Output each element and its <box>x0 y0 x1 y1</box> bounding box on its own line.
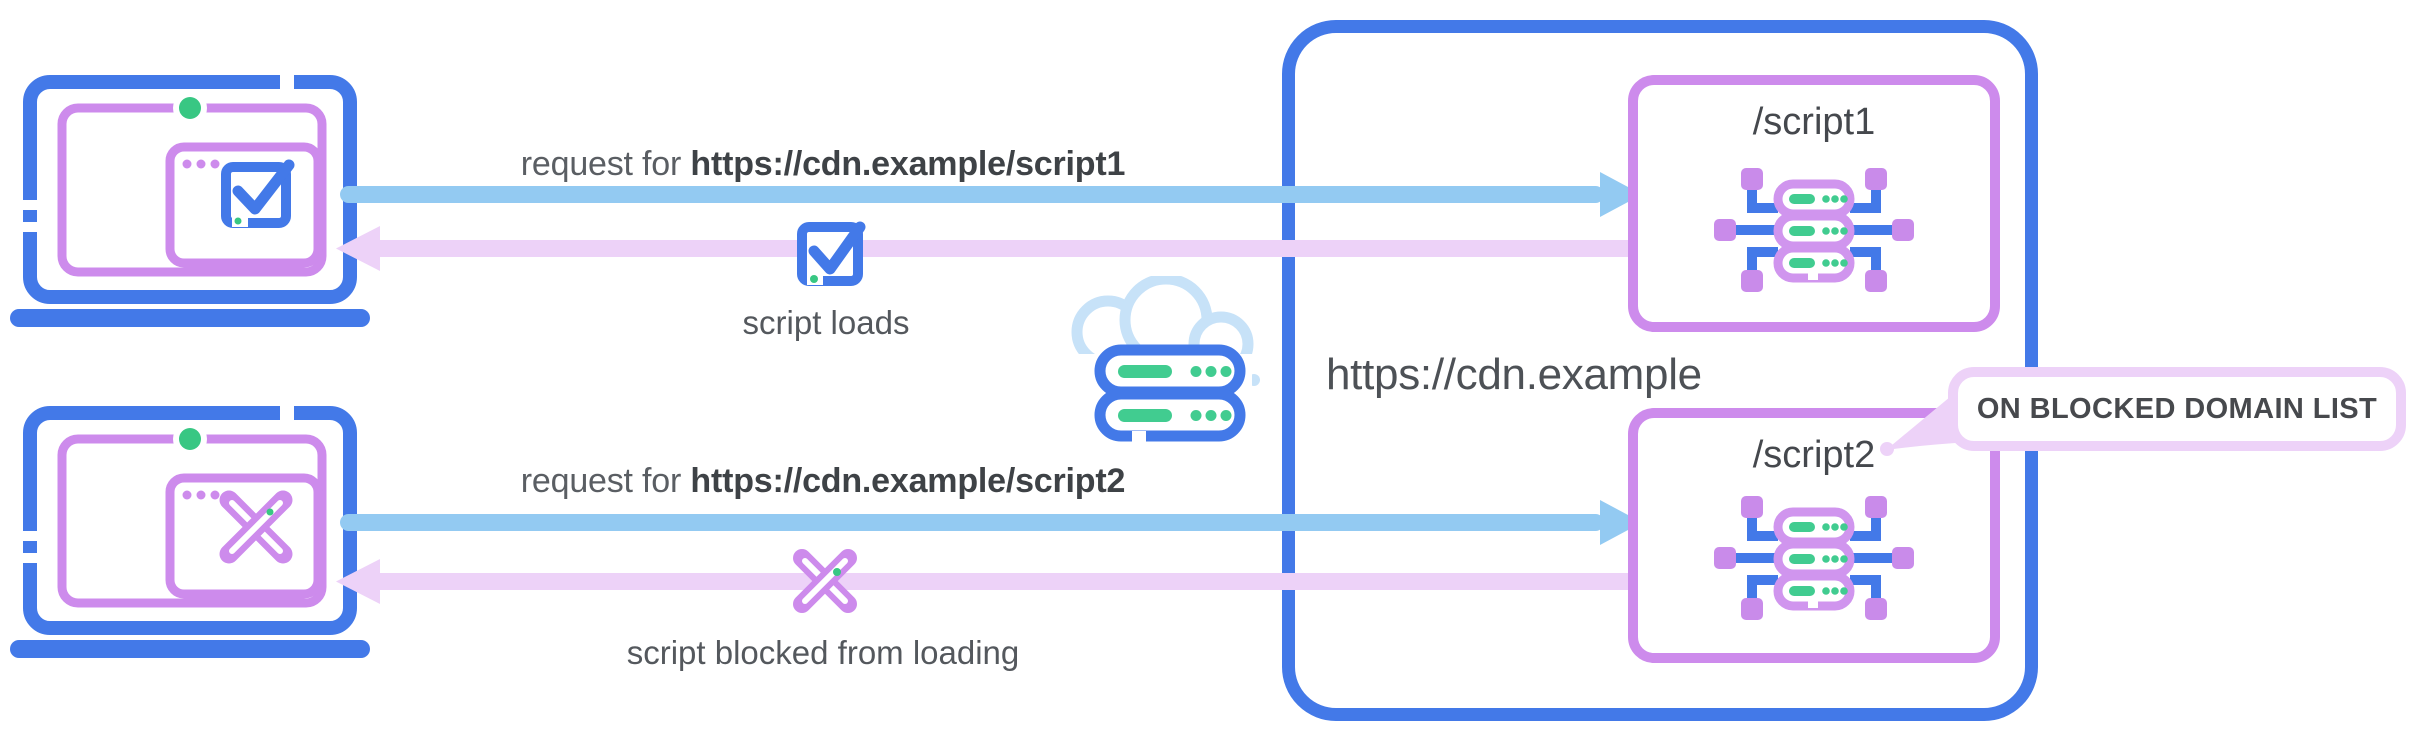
checkbox-icon <box>221 159 295 228</box>
blocked-domain-callout: ON BLOCKED DOMAIN LIST <box>1948 367 2406 451</box>
server-icon <box>1094 344 1246 442</box>
request-text-script1: request for https://cdn.example/script1 <box>520 145 1126 183</box>
script1-label: /script1 <box>1752 101 1876 143</box>
script2-label: /script2 <box>1752 434 1876 476</box>
request-url: https://cdn.example/script1 <box>690 145 1126 183</box>
laptop-cross-icon <box>10 406 370 658</box>
server-node-icon <box>1714 168 1914 292</box>
checkbox-icon <box>797 221 866 286</box>
status-dot <box>179 428 201 450</box>
response-label-script2: script blocked from loading <box>626 634 1020 671</box>
cloud-server-icon <box>1066 276 1260 442</box>
cdn-domain-label: https://cdn.example <box>1326 350 1702 399</box>
status-dot <box>179 97 201 119</box>
laptop-check-icon <box>10 75 370 327</box>
cross-icon <box>219 490 293 564</box>
server-node-icon <box>1714 496 1914 620</box>
request-text-script2: request for https://cdn.example/script2 <box>520 462 1126 500</box>
cross-icon <box>793 549 857 613</box>
response-label-script1: script loads <box>742 304 910 341</box>
callout-label: ON BLOCKED DOMAIN LIST <box>1976 392 2378 425</box>
request-url: https://cdn.example/script2 <box>690 462 1126 500</box>
